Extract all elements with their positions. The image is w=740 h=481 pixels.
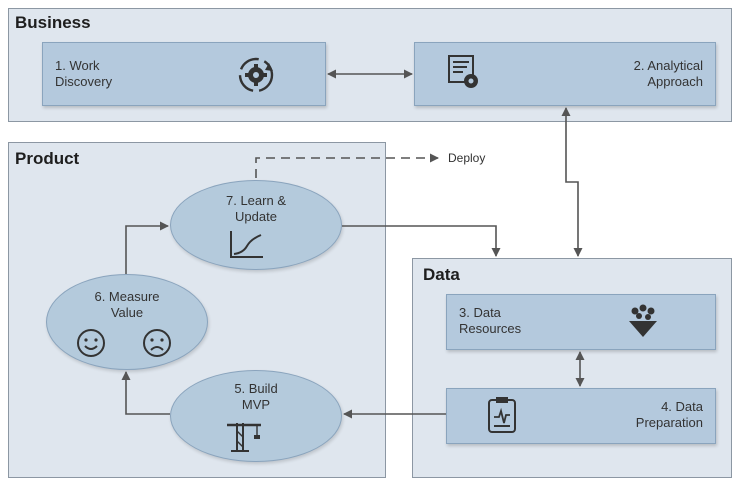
clipboard-chart-icon [488,397,516,433]
business-panel-title: Business [15,13,91,32]
data-resources-box: 3. Data Resources [446,294,716,350]
document-settings-icon [448,55,478,88]
analytical-approach-line1: 2. Analytical [633,58,703,73]
gear-cycle-icon [238,57,274,93]
work-discovery-line2: Discovery [55,74,113,89]
work-discovery-box: 1. Work Discovery [42,42,326,106]
data-panel-title: Data [423,265,460,284]
data-preparation-line2: Preparation [635,415,703,430]
data-funnel-icon [629,304,657,337]
learn-update-circle: 7. Learn & Update [170,180,342,270]
analytical-approach-line2: Approach [647,74,703,89]
arrow-learn-data [342,225,501,257]
data-resources-line2: Resources [459,321,522,336]
deploy-label: Deploy [448,151,486,165]
work-discovery-line1: 1. Work [55,58,100,73]
data-resources-line1: 3. Data [459,305,501,320]
product-panel-title: Product [15,149,80,168]
smiley-icon [77,329,105,357]
learn-update-line2: Update [235,209,277,224]
measure-value-circle: 6. Measure Value [46,274,208,370]
data-preparation-line1: 4. Data [661,399,703,414]
build-mvp-line2: MVP [241,397,271,412]
arrow-build-measure [121,371,170,415]
learn-update-line1: 7. Learn & [226,193,286,208]
arrow-measure-learn [125,221,169,274]
measure-value-line1: 6. Measure [94,289,160,304]
build-mvp-circle: 5. Build MVP [170,370,342,462]
measure-value-line2: Value [110,305,144,320]
line-chart-icon [230,231,263,258]
analytical-approach-box: 2. Analytical Approach [414,42,716,106]
arrow-deploy-dashed [255,153,439,178]
crane-icon [227,423,261,452]
sad-face-icon [143,329,171,357]
arrow-approach-data [561,107,583,257]
build-mvp-line1: 5. Build [234,381,278,396]
data-preparation-box: 4. Data Preparation [446,388,716,444]
